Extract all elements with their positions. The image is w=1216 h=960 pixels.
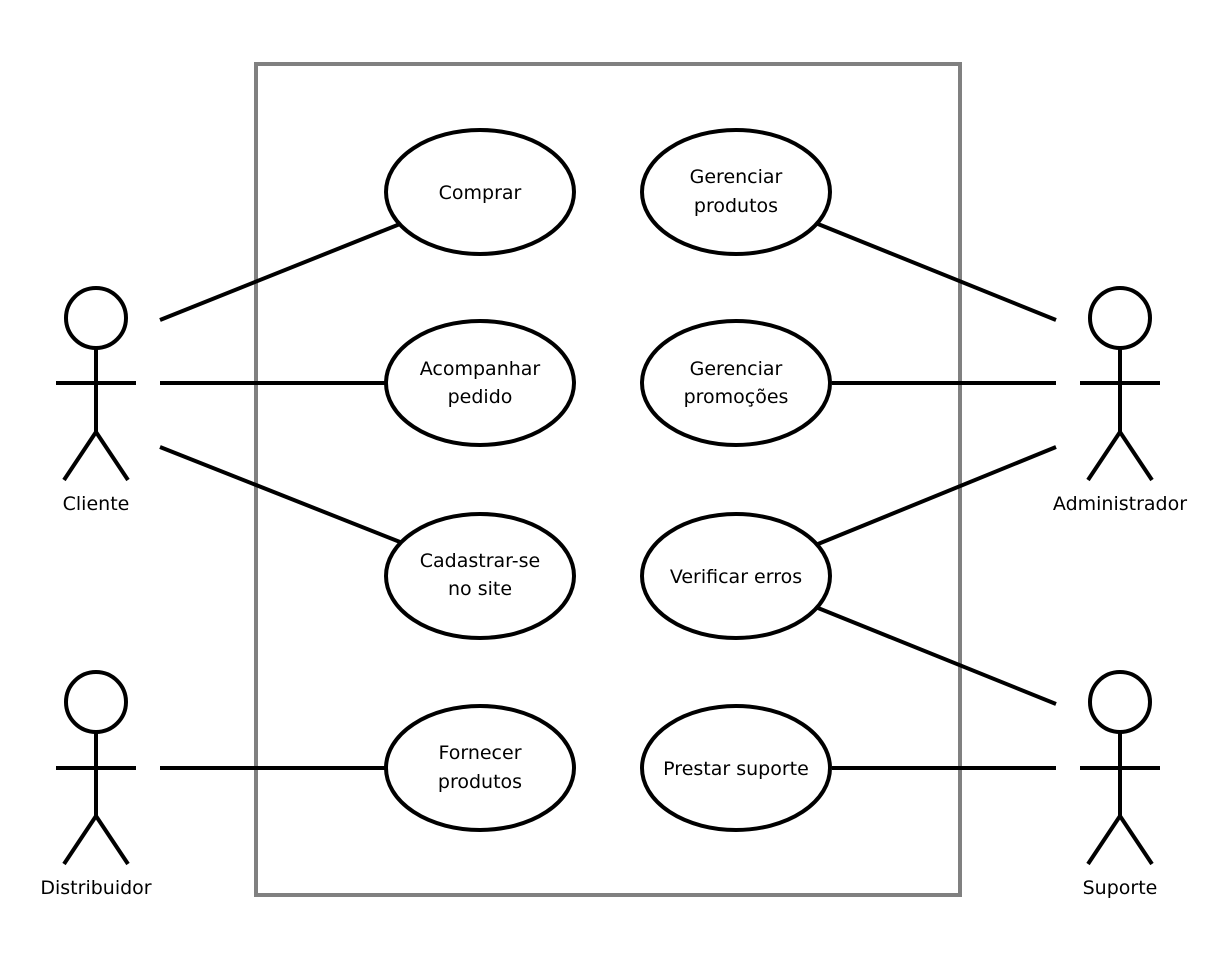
actor-administrador: Administrador [1053, 286, 1187, 515]
use-case-label: produtos [438, 771, 522, 793]
use-case-prestar-suporte: Prestar suporte [640, 704, 832, 832]
use-case-label: Gerenciar [690, 166, 783, 188]
use-case-acompanhar-pedido: Acompanhar pedido [384, 319, 576, 447]
actor-label: Cliente [63, 493, 130, 515]
use-case-label: pedido [448, 386, 513, 408]
use-case-label: no site [448, 578, 512, 600]
use-case-label: promoções [684, 386, 789, 408]
use-case-gerenciar-produtos: Gerenciar produtos [640, 128, 832, 256]
use-case-verificar-erros: Verificar erros [640, 512, 832, 640]
association-cliente-cadastrar [159, 445, 401, 544]
actor-label: Distribuidor [40, 877, 151, 899]
actor-head [64, 286, 128, 350]
use-case-label: Acompanhar [420, 358, 541, 380]
association-administrador-verificar [817, 445, 1057, 546]
actor-label: Administrador [1053, 493, 1187, 515]
use-case-label: Comprar [439, 182, 522, 204]
use-case-gerenciar-promocoes: Gerenciar promoções [640, 319, 832, 447]
actor-head [1088, 286, 1152, 350]
use-case-label: Cadastrar-se [420, 550, 540, 572]
use-case-label: Fornecer [438, 742, 521, 764]
use-case-label: produtos [694, 195, 778, 217]
use-case-label: Verificar erros [670, 566, 802, 588]
use-case-comprar: Comprar [384, 128, 576, 256]
actor-label: Suporte [1083, 877, 1158, 899]
system-boundary [254, 62, 962, 897]
actor-head [1088, 670, 1152, 734]
association-suporte-verificar [817, 606, 1057, 706]
association-administrador-gerenciar-produtos [817, 222, 1057, 322]
actor-distribuidor: Distribuidor [40, 670, 152, 899]
actor-suporte: Suporte [1080, 670, 1160, 899]
associations [159, 222, 1057, 770]
use-case-label: Gerenciar [690, 358, 783, 380]
actor-head [64, 670, 128, 734]
use-case-cadastrar-se: Cadastrar-se no site [384, 512, 576, 640]
actor-cliente: Cliente [56, 286, 136, 515]
use-case-fornecer-produtos: Fornecer produtos [384, 704, 576, 832]
use-case-label: Prestar suporte [663, 758, 809, 780]
association-cliente-comprar [159, 222, 401, 322]
